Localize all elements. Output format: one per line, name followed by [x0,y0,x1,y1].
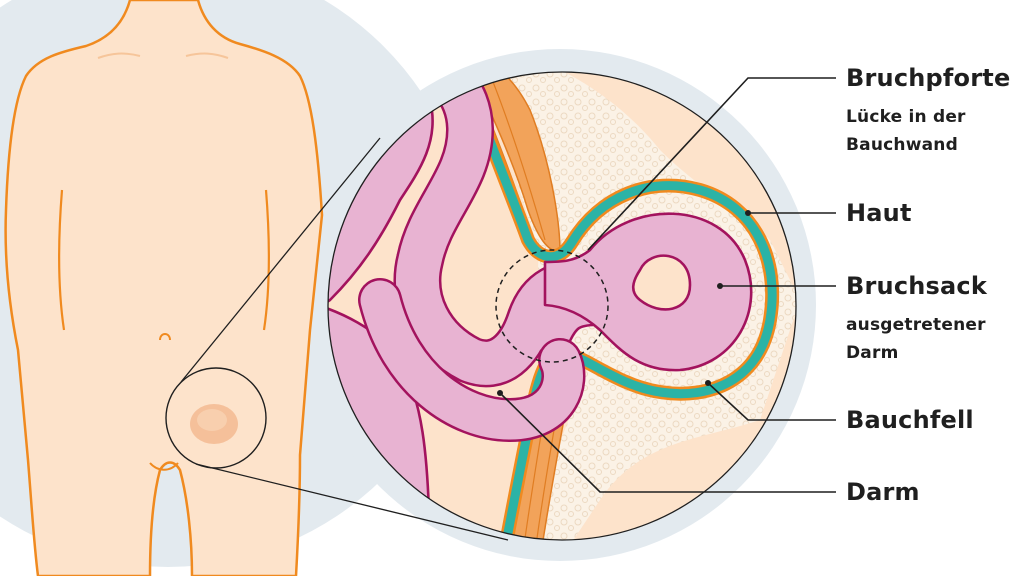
zoom-circle-outline [327,71,797,541]
label-bauchfell: Bauchfell [846,406,974,434]
hernia-gate-marker [495,249,609,363]
hernia-location [165,367,267,469]
label-bruchpforte-desc-1: Lücke in der [846,107,966,127]
zoom-connector-lines [180,137,509,541]
label-bruchpforte: Bruchpforte [846,64,1011,92]
leader-dots [497,210,751,396]
label-bruchsack-desc-1: ausgetretener [846,315,986,335]
label-bruchsack: Bruchsack [846,272,987,300]
body-silhouette [4,0,324,576]
label-bruchsack-desc-2: Darm [846,343,899,363]
label-darm: Darm [846,478,920,506]
label-haut: Haut [846,199,912,227]
label-bruchpforte-desc-2: Bauchwand [846,135,958,155]
leader-lines [499,77,836,493]
